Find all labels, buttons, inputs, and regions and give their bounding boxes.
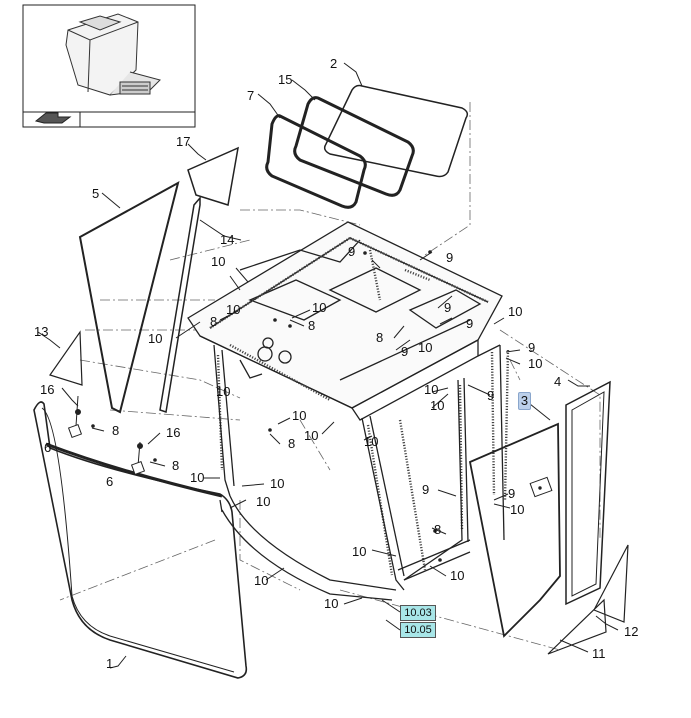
label-9: 9 <box>422 482 429 497</box>
label-12: 12 <box>624 624 638 639</box>
part-windshield-1 <box>33 401 248 679</box>
label-10: 10 <box>304 428 318 443</box>
label-8: 8 <box>210 314 217 329</box>
label-9: 9 <box>487 388 494 403</box>
label-10: 10 <box>216 384 230 399</box>
label-10: 10 <box>418 340 432 355</box>
bolt-fasteners <box>67 395 146 476</box>
label-16b: 16 <box>166 425 180 440</box>
part-roof-window <box>323 84 469 178</box>
label-14: 14 <box>220 232 234 247</box>
label-7: 7 <box>247 88 254 103</box>
label-9: 9 <box>508 486 515 501</box>
part-seal-15 <box>293 96 415 197</box>
label-8: 8 <box>376 330 383 345</box>
windshield-inner-edge <box>41 407 235 673</box>
label-10: 10 <box>324 596 338 611</box>
part-corner-12 <box>593 544 629 623</box>
label-9: 9 <box>444 300 451 315</box>
part-seal-7 <box>265 114 367 209</box>
label-2: 2 <box>330 56 337 71</box>
leader-dash-lines <box>59 102 601 651</box>
label-17: 17 <box>176 134 190 149</box>
label-10: 10 <box>528 356 542 371</box>
label-9: 9 <box>528 340 535 355</box>
label-10: 10 <box>254 573 268 588</box>
label-10: 10 <box>450 568 464 583</box>
label-9: 9 <box>466 316 473 331</box>
navigate-arrow-icon[interactable] <box>34 112 72 124</box>
label-15: 15 <box>278 72 292 87</box>
label-10: 10 <box>508 304 522 319</box>
label-10: 10 <box>270 476 284 491</box>
part-side-window-5 <box>78 181 180 414</box>
label-8: 8 <box>288 436 295 451</box>
leader-lines <box>37 62 619 669</box>
label-4: 4 <box>554 374 561 389</box>
cab-roof-frame <box>187 221 503 421</box>
part-door-3 <box>468 422 561 638</box>
part-bracket-13 <box>49 330 83 386</box>
door-handle <box>529 476 553 498</box>
label-10: 10 <box>364 434 378 449</box>
label-10: 10 <box>430 398 444 413</box>
label-11: 11 <box>592 646 606 661</box>
label-6a: 6 <box>44 440 51 455</box>
label-8: 8 <box>308 318 315 333</box>
label-9: 9 <box>401 344 408 359</box>
label-10: 10 <box>424 382 438 397</box>
part-corner-11 <box>547 598 607 655</box>
label-10: 10 <box>148 331 162 346</box>
label-16a: 16 <box>40 382 54 397</box>
label-1: 1 <box>106 656 113 671</box>
label-9: 9 <box>348 244 355 259</box>
thumbnail-inset <box>22 4 196 128</box>
part-panel-17 <box>187 146 239 206</box>
label-6b: 6 <box>106 474 113 489</box>
label-10: 10 <box>292 408 306 423</box>
label-8: 8 <box>434 522 441 537</box>
cab-frame-pillars <box>213 344 505 601</box>
label-9: 9 <box>446 250 453 265</box>
label-5: 5 <box>92 186 99 201</box>
highlighted-part-label-3[interactable]: 3 <box>518 392 531 410</box>
reference-link-2[interactable]: 10.05 <box>400 622 436 638</box>
part-door-strip-4 <box>565 380 611 606</box>
label-10: 10 <box>226 302 240 317</box>
cab-thumbnail-icon <box>65 13 161 96</box>
part-strip-14 <box>159 195 201 413</box>
reference-link-1[interactable]: 10.03 <box>400 605 436 621</box>
label-8a: 8 <box>112 423 119 438</box>
label-10: 10 <box>510 502 524 517</box>
label-10: 10 <box>211 254 225 269</box>
label-10: 10 <box>352 544 366 559</box>
label-8b: 8 <box>172 458 179 473</box>
windshield-top-seal <box>45 442 223 498</box>
label-10: 10 <box>312 300 326 315</box>
clip-fasteners <box>91 250 442 562</box>
label-10: 10 <box>256 494 270 509</box>
part-number-labels: 2 15 7 17 5 14 13 16 6 8 16 8 6 1 4 12 1… <box>34 56 638 671</box>
label-10: 10 <box>190 470 204 485</box>
label-13: 13 <box>34 324 48 339</box>
part-door-strip-inner <box>571 391 605 597</box>
